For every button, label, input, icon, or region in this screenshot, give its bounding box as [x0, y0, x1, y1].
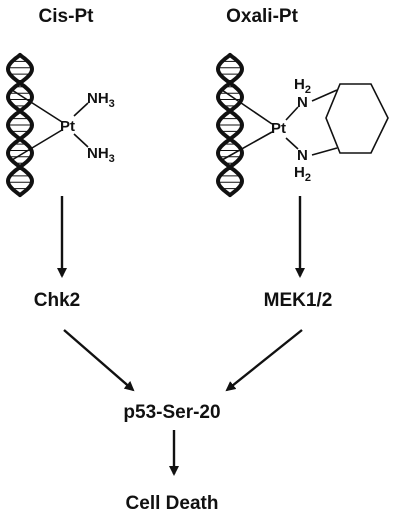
cisplatin-ligand-top: NH3: [87, 90, 115, 110]
arrow-chk2-to-p53: [63, 329, 135, 392]
oxaliplatin-amine-bottom: N: [297, 147, 308, 164]
oxaliplatin-amine-top: N: [297, 94, 308, 111]
cisplatin-metal-label: Pt: [60, 118, 75, 135]
cisplatin-title: Cis-Pt: [39, 6, 95, 27]
cisplatin-structure: Pt NH3 NH3: [11, 89, 115, 165]
dna-helix-icon: [5, 53, 35, 197]
node-chk2: Chk2: [34, 290, 80, 311]
oxaliplatin-amine-top-hydrogen: H2: [294, 76, 311, 96]
oxaliplatin-metal-label: Pt: [271, 120, 286, 137]
cisplatin-ligand-bottom: NH3: [87, 145, 115, 165]
dna-helix-icon: [215, 53, 245, 197]
oxaliplatin-structure: Pt N H2 N H2: [221, 76, 389, 184]
arrow-mek-to-p53: [225, 329, 303, 392]
node-mek: MEK1/2: [264, 290, 333, 311]
oxaliplatin-title: Oxali-Pt: [226, 6, 298, 27]
node-cell-death: Cell Death: [126, 493, 219, 514]
node-p53: p53-Ser-20: [123, 402, 220, 423]
oxaliplatin-amine-bottom-hydrogen: H2: [294, 164, 311, 184]
